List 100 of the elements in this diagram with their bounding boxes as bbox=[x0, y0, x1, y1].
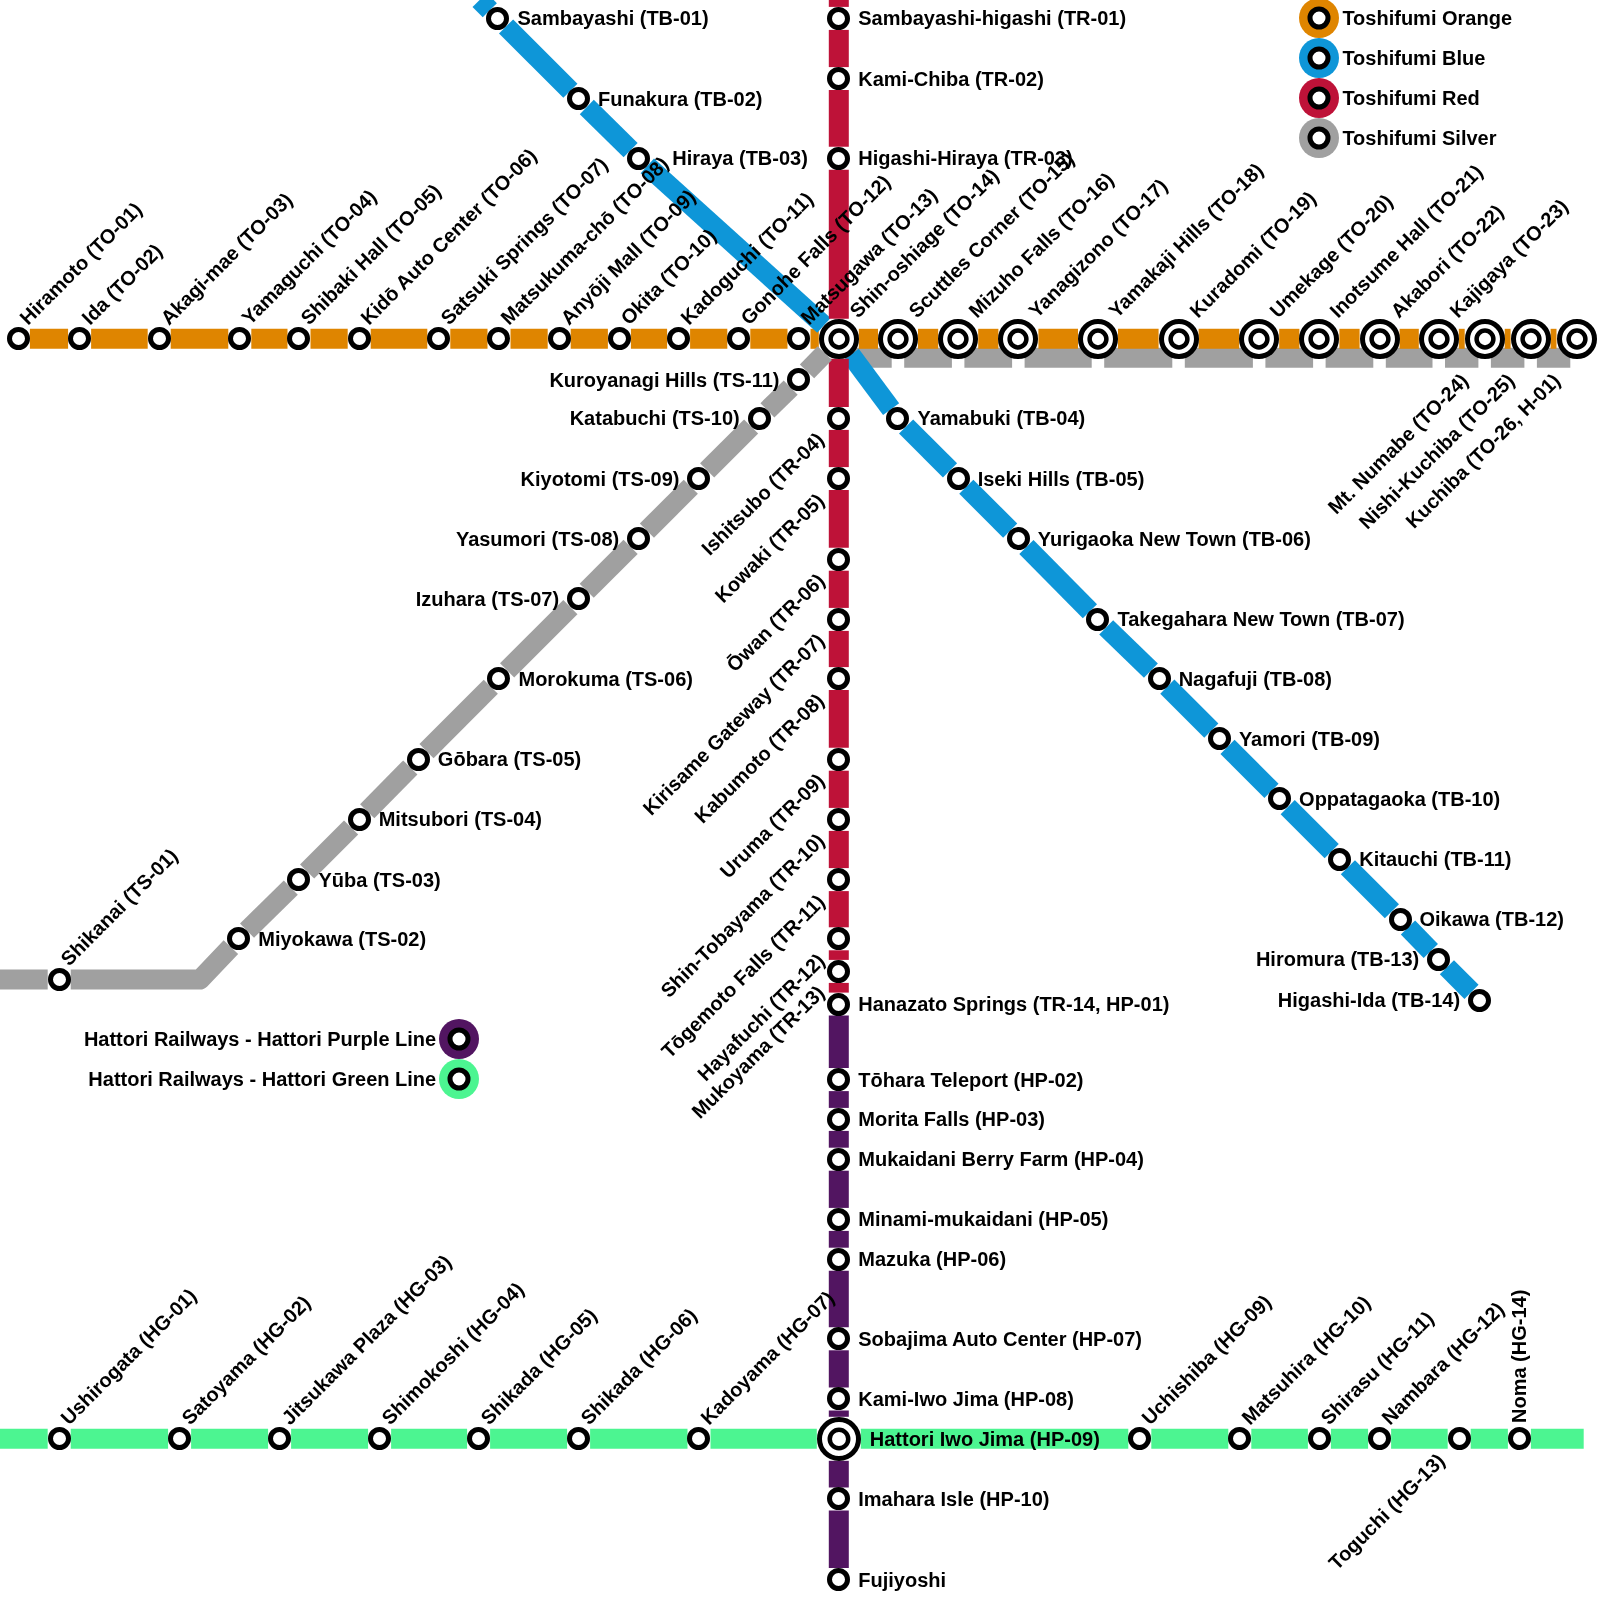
interchange-marker-icon bbox=[1464, 318, 1505, 359]
rail-line bbox=[828, 169, 849, 319]
rail-line bbox=[828, 90, 849, 147]
rail-line bbox=[0, 1428, 48, 1449]
legend-label: Hattori Railways - Hattori Green Line bbox=[88, 1067, 437, 1090]
rail-line bbox=[828, 1170, 849, 1208]
legend-label: Toshifumi Silver bbox=[1342, 126, 1497, 149]
rail-line bbox=[828, 358, 849, 407]
station-marker-icon bbox=[827, 146, 851, 170]
interchange-marker-icon bbox=[816, 1416, 861, 1461]
rail-line bbox=[1099, 620, 1158, 678]
interchange-marker-icon bbox=[1158, 318, 1199, 359]
station-name: Oppatagaoka (TB-10) bbox=[1299, 787, 1501, 810]
station-marker-icon bbox=[827, 6, 851, 30]
station-marker-icon bbox=[287, 327, 311, 351]
station-marker-icon bbox=[827, 1568, 851, 1592]
rail-line bbox=[450, 328, 488, 349]
station-marker-icon bbox=[827, 547, 851, 571]
station-name: Sambayashi-higashi (TR-01) bbox=[858, 7, 1127, 30]
station-marker-icon bbox=[1328, 847, 1352, 871]
rail-line bbox=[1325, 347, 1374, 368]
station-marker-icon bbox=[567, 1427, 591, 1451]
station-marker-icon bbox=[1388, 907, 1412, 931]
rail-line bbox=[1104, 347, 1173, 368]
station-marker-icon bbox=[827, 607, 851, 631]
rail-line bbox=[828, 1350, 849, 1388]
station-marker-icon bbox=[6, 327, 30, 351]
rail-line bbox=[70, 1428, 169, 1449]
rail-line bbox=[639, 479, 698, 538]
interchange-marker-icon bbox=[998, 318, 1039, 359]
rail-line bbox=[1019, 539, 1097, 619]
rail-line bbox=[858, 328, 878, 349]
rail-line bbox=[0, 969, 48, 990]
rail-line bbox=[799, 346, 832, 379]
station-marker-icon bbox=[627, 527, 651, 551]
station-marker-icon bbox=[1427, 947, 1451, 971]
interchange-marker-icon bbox=[1299, 318, 1340, 359]
rail-line bbox=[640, 158, 831, 333]
rail-line bbox=[964, 347, 1013, 368]
rail-line bbox=[1536, 347, 1571, 368]
rail-line bbox=[750, 328, 788, 349]
station-marker-icon bbox=[228, 327, 252, 351]
rail-line bbox=[590, 1428, 688, 1449]
rail-line bbox=[1151, 1428, 1229, 1449]
station-marker-icon bbox=[727, 327, 751, 351]
rail-line bbox=[1340, 860, 1399, 919]
interchange-marker-icon bbox=[1418, 318, 1459, 359]
station-marker-icon bbox=[946, 467, 970, 491]
rail-line bbox=[1024, 347, 1092, 368]
rail-line bbox=[391, 1428, 468, 1449]
station-marker-icon bbox=[787, 327, 811, 351]
rail-line bbox=[1445, 347, 1479, 368]
station-name: Izuhara (TS-07) bbox=[415, 587, 560, 610]
station-marker-icon bbox=[68, 327, 92, 351]
station-name: Yurigaoka New Town (TB-06) bbox=[1037, 527, 1311, 550]
legend-label: Toshifumi Blue bbox=[1342, 47, 1486, 70]
station-marker-icon bbox=[427, 327, 451, 351]
rail-line bbox=[828, 1270, 849, 1328]
rail-line bbox=[828, 1130, 849, 1148]
rail-line bbox=[310, 328, 348, 349]
rail-line bbox=[240, 880, 298, 938]
rail-line bbox=[419, 679, 498, 759]
rail-line bbox=[510, 328, 548, 349]
rail-line bbox=[1400, 920, 1438, 958]
station-marker-icon bbox=[827, 927, 851, 951]
station-marker-icon bbox=[486, 6, 510, 30]
station-marker-icon bbox=[827, 1147, 851, 1171]
station-marker-icon bbox=[347, 327, 371, 351]
rail-line bbox=[1251, 1428, 1308, 1449]
rail-line bbox=[630, 328, 668, 349]
rail-line bbox=[500, 600, 578, 678]
station-name: Funakura (TB-02) bbox=[598, 87, 763, 110]
station-name: Yūba (TS-03) bbox=[318, 868, 441, 891]
station-marker-icon bbox=[827, 992, 851, 1016]
station-marker-icon bbox=[667, 327, 691, 351]
station-name: Yasumori (TS-08) bbox=[455, 527, 620, 550]
station-name: Kiyotomi (TS-09) bbox=[520, 467, 680, 490]
rail-line bbox=[828, 1460, 849, 1488]
rail-line bbox=[959, 479, 1018, 538]
station-marker-icon bbox=[1307, 1427, 1331, 1451]
station-name: Morokuma (TS-06) bbox=[518, 667, 693, 690]
rail-line bbox=[828, 950, 849, 960]
station-name: Miyokawa (TS-02) bbox=[258, 927, 427, 950]
station-marker-icon bbox=[1447, 1427, 1471, 1451]
station-marker-icon bbox=[827, 868, 851, 892]
rail-line bbox=[710, 1428, 817, 1449]
station-name: Kuroyanagi Hills (TS-11) bbox=[549, 368, 780, 391]
rail-line bbox=[700, 419, 759, 478]
station-marker-icon bbox=[1147, 667, 1171, 691]
rail-line bbox=[499, 19, 578, 98]
rail-line bbox=[1490, 347, 1525, 368]
rail-line bbox=[828, 0, 849, 7]
rail-line bbox=[828, 1230, 849, 1248]
rail-line bbox=[251, 328, 288, 349]
station-marker-icon bbox=[827, 1207, 851, 1231]
station-marker-icon bbox=[1368, 1427, 1392, 1451]
station-name: Katabuchi (TS-10) bbox=[569, 407, 740, 430]
station-marker-icon bbox=[567, 87, 591, 111]
station-name: Morita Falls (HP-03) bbox=[858, 1108, 1045, 1131]
station-name: Nagafuji (TB-08) bbox=[1178, 667, 1332, 690]
